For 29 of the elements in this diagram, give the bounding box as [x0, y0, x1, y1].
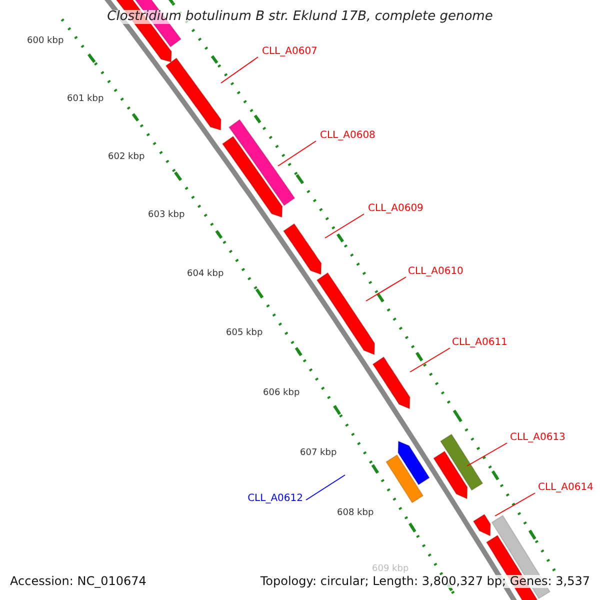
gene-label: CLL_A0611: [452, 337, 508, 348]
gene-label: CLL_A0607: [262, 46, 318, 57]
leader-line: [410, 348, 450, 372]
leader-line: [324, 214, 364, 238]
gene-label: CLL_A0613: [510, 432, 566, 443]
genome-stats-text: Topology: circular; Length: 3,800,327 bp; Genes: 3,537: [260, 575, 590, 588]
gene-label: CLL_A0609: [368, 203, 424, 214]
scale-label: 608 kbp: [337, 509, 374, 519]
scale-label: 602 kbp: [108, 153, 145, 163]
gene-label: CLL_A0610: [408, 266, 464, 277]
leader-line: [278, 140, 316, 166]
scale-label: 601 kbp: [67, 95, 104, 105]
leader-line: [366, 276, 406, 302]
diagram-title: Clostridium botulinum B str. Eklund 17B, complete genome: [107, 10, 493, 24]
gene-label: CLL_A0612: [248, 493, 303, 504]
scale-label: 606 kbp: [263, 389, 300, 399]
scale-label: 603 kbp: [148, 211, 185, 221]
leader-line: [494, 492, 536, 516]
gene-label: CLL_A0614: [538, 482, 594, 493]
scale-label: 605 kbp: [226, 329, 263, 339]
scale-label: 609 kbp: [372, 565, 409, 575]
accession-text: Accession: NC_010674: [10, 575, 146, 588]
leader-line: [466, 442, 508, 466]
scale-label: 604 kbp: [187, 270, 224, 280]
scale-label: 607 kbp: [300, 449, 337, 459]
leader-line: [306, 474, 346, 500]
leader-line: [220, 56, 258, 84]
scale-label: 600 kbp: [27, 37, 64, 47]
gene-label: CLL_A0608: [320, 130, 376, 141]
